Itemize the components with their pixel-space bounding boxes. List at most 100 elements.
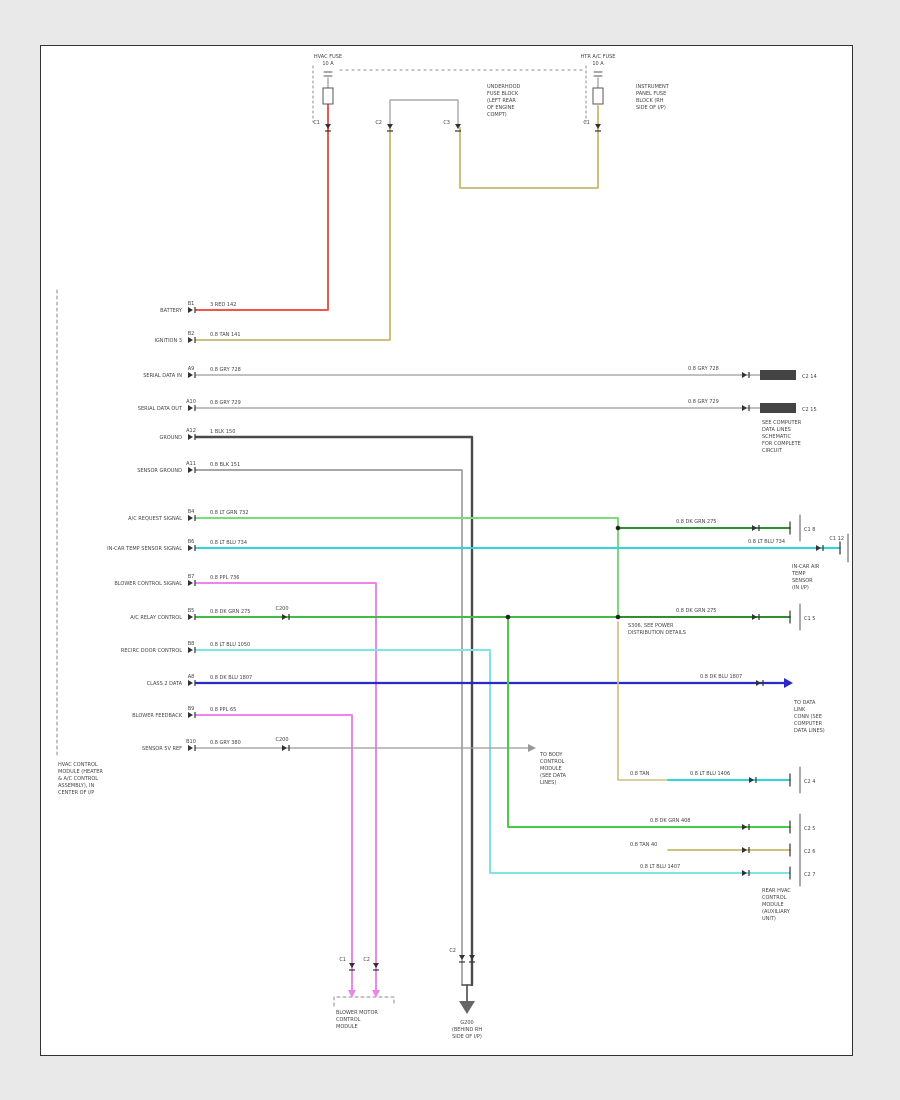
blower-module-label-line: MODULE (336, 1024, 358, 1030)
rear-hvac-label-line: REAR HVAC (762, 888, 791, 894)
diagram-label: B2 (188, 331, 195, 337)
underhood-fuse-block-label-line: COMPT) (487, 112, 507, 118)
hvac-module-label-line: CENTER OF I/P (58, 790, 94, 796)
diagram-label: 0.8 GRY 728 (210, 367, 241, 373)
diagram-label: A8 (188, 674, 195, 680)
diagram-label: 0.8 DK GRN 408 (650, 818, 690, 824)
diagram-label: 0.8 LT BLU 734 (210, 540, 247, 546)
ip-fuse-block-label-line: INSTRUMENT (636, 84, 670, 90)
diagram-label: 10 A (322, 61, 334, 67)
diagram-label: 0.8 DK GRN 275 (676, 519, 716, 525)
connector-icon (742, 824, 747, 830)
diagram-label: 10 A (592, 61, 604, 67)
diagram-label: 0.8 GRY 380 (210, 740, 241, 746)
dlc-note-line: LINK (794, 707, 806, 713)
data-lines-note-line: SEE COMPUTER (762, 420, 802, 426)
diagram-label: SERIAL DATA IN (143, 373, 182, 379)
rear-hvac-label-line: MODULE (762, 902, 784, 908)
diagram-label: C1 (339, 957, 346, 963)
data-lines-note-line: DATA LINES (762, 427, 791, 433)
underhood-fuse-block-label-line: UNDERHOOD (487, 84, 521, 90)
connector-icon (188, 467, 193, 473)
rear-hvac-label-line: (AUXILIARY (762, 909, 791, 915)
connector-icon (595, 124, 601, 129)
diagram-label: B6 (188, 539, 195, 545)
incar-sensor-label-line: (IN I/P) (792, 585, 809, 591)
connector-icon (459, 955, 465, 960)
bcm-note-line: MODULE (540, 766, 562, 772)
diagram-label: 0.8 BLK 151 (210, 462, 240, 468)
diagram-label: B1 (188, 301, 195, 307)
splice-drop-wire (617, 621, 669, 781)
bcm-note-line: TO BODY (539, 752, 563, 758)
diagram-label: SENSOR GROUND (137, 468, 182, 474)
dlc-note-line: COMPUTER (794, 721, 823, 727)
data-lines-note-line: FOR COMPLETE (762, 441, 801, 447)
diagram-label: B9 (188, 706, 195, 712)
diagram-label: 0.8 DK GRN 275 (676, 608, 716, 614)
connector-icon (188, 580, 193, 586)
dlc-note-line: TO DATA (793, 700, 816, 706)
bcm-note-line: CONTROL (540, 759, 565, 765)
connector-icon (188, 405, 193, 411)
blower-module-dash (333, 996, 395, 1007)
connector-icon (188, 515, 193, 521)
ip-fuse-block-label-line: SIDE OF I/P) (636, 105, 666, 111)
diagram-label: C1 (583, 120, 590, 126)
inline-connector-b (760, 403, 796, 413)
diagram-label: A10 (186, 399, 196, 405)
fuse-block-bridge-wire (389, 99, 459, 129)
connector-icon (349, 963, 355, 968)
connector-icon (188, 680, 193, 686)
ac-request-wire (195, 517, 619, 618)
sensor-ground-wire (195, 469, 463, 986)
splice-dot (615, 525, 621, 531)
connector-icon (455, 124, 461, 129)
diagram-label: 0.8 DK GRN 275 (210, 609, 250, 615)
diagram-label: 1 BLK 150 (210, 429, 235, 435)
diagram-label: 0.8 LT BLU 1407 (640, 864, 680, 870)
hvac-module-label-line: MODULE (HEATER (58, 769, 103, 775)
diagram-label: C1 (313, 120, 320, 126)
blower-arrow-a (348, 990, 356, 998)
diagram-label: C2 6 (804, 849, 815, 855)
diagram-label: 0.8 GRY 729 (210, 400, 241, 406)
diagram-label: IGNITION 3 (154, 338, 182, 344)
diagram-label: 0.8 LT BLU 1050 (210, 642, 250, 648)
connector-icon (282, 614, 287, 620)
ref-arrow (528, 744, 536, 752)
ignition-wire (195, 127, 391, 341)
fuse2-body (592, 87, 604, 105)
recirc-door-wire (195, 649, 791, 874)
connector-icon (387, 124, 393, 129)
diagram-label: C2 (363, 957, 370, 963)
connector-icon (282, 745, 287, 751)
diagram-label: C3 (443, 120, 450, 126)
diagram-label: 0.8 TAN (630, 771, 650, 777)
diagram-label: C2 5 (804, 826, 815, 832)
connector-icon (188, 745, 193, 751)
connector-icon (188, 614, 193, 620)
diagram-label: SENSOR 5V REF (142, 746, 182, 752)
diagram-label: C2 (449, 948, 456, 954)
class2-arrow (784, 678, 793, 688)
diagram-label: HTR A/C FUSE (581, 54, 616, 60)
connector-icon (756, 680, 761, 686)
connector-icon (742, 405, 747, 411)
ground-symbol (459, 1001, 475, 1014)
diagram-label: CLASS 2 DATA (147, 681, 183, 687)
connector-icon (742, 847, 747, 853)
diagram-label: C1 8 (804, 527, 815, 533)
diagram-label: A9 (188, 366, 195, 372)
connector-icon (752, 614, 757, 620)
blower-module-label-line: BLOWER MOTOR (336, 1010, 378, 1016)
data-lines-note-line: CIRCUIT (762, 448, 783, 454)
blower-control-wire (195, 582, 377, 991)
ac-clutch-wire (507, 616, 791, 828)
diagram-label: 0.8 TAN 141 (210, 332, 241, 338)
diagram-label: GROUND (159, 435, 182, 441)
ground-label-line: G200 (460, 1020, 473, 1026)
connector-icon (742, 372, 747, 378)
connector-icon (752, 525, 757, 531)
connector-icon (742, 870, 747, 876)
